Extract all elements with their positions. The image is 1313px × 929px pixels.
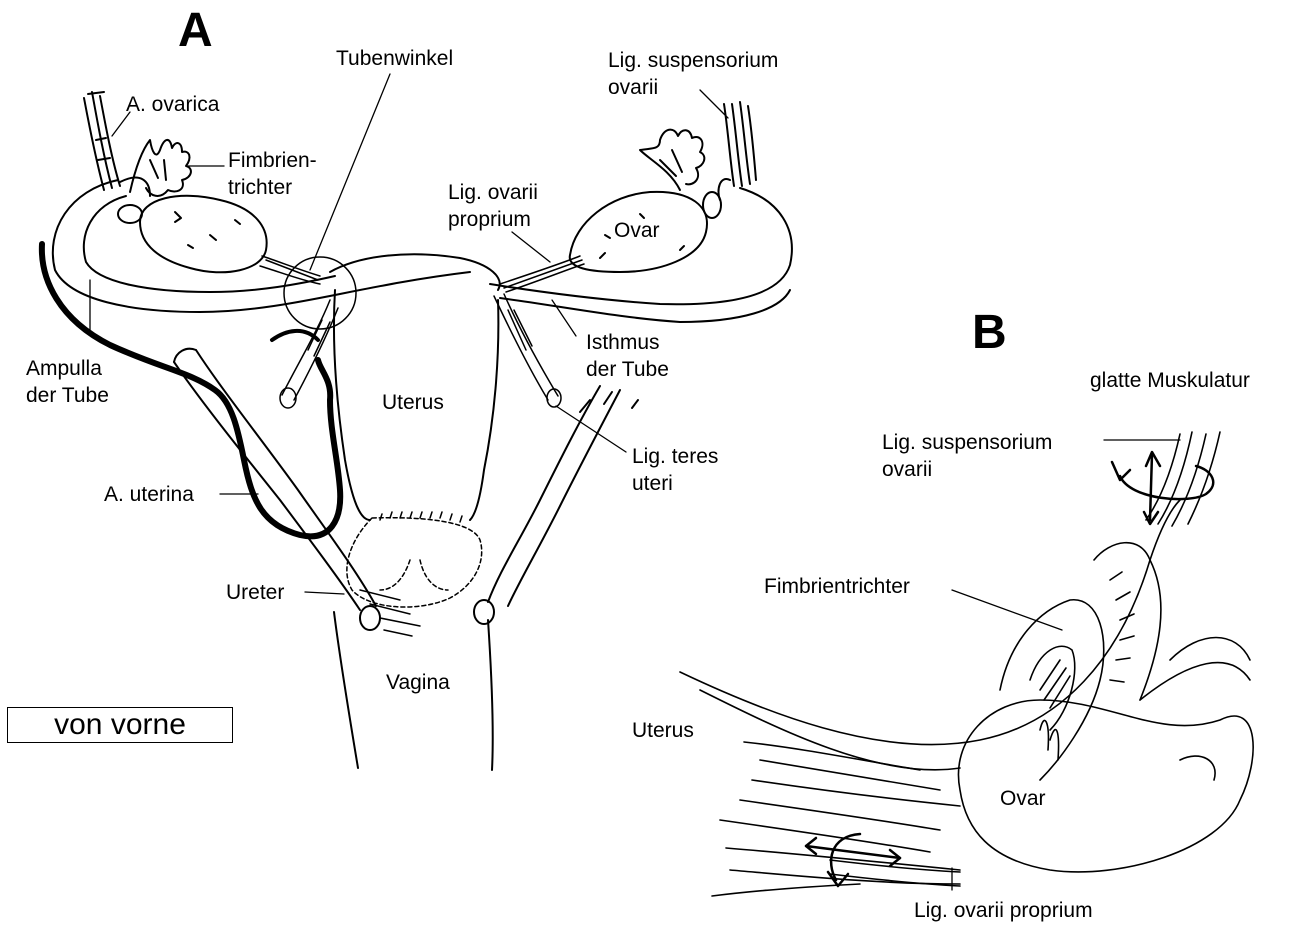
panel-b-drawing (680, 432, 1253, 896)
label-a-uterina: A. uterina (104, 482, 194, 507)
b-fimbrial-funnel (1000, 543, 1161, 780)
label-uterus-a: Uterus (382, 390, 444, 415)
label-b-lig-ovarii-proprium: Lig. ovarii proprium (914, 898, 1093, 923)
panel-a-letter: A (178, 6, 213, 56)
panel-a-drawing (42, 74, 792, 770)
cervix-region (347, 518, 482, 607)
label-fimbrien-line2: trichter (228, 175, 292, 200)
label-lig-ovarii-line2: proprium (448, 207, 531, 232)
label-ureter: Ureter (226, 580, 284, 605)
label-lig-teres-line2: uteri (632, 471, 673, 496)
view-label: von vorne (7, 707, 233, 743)
label-ampulla-line2: der Tube (26, 383, 109, 408)
right-lig-teres (494, 294, 561, 407)
label-lig-suspensorium-line2: ovarii (608, 75, 658, 100)
cervix-hatching (360, 512, 462, 636)
right-lig-suspensorium (724, 102, 756, 186)
label-lig-ovarii-line1: Lig. ovarii (448, 180, 538, 205)
label-ovar-a: Ovar (614, 218, 660, 243)
right-ureter (474, 386, 638, 624)
label-b-lig-suspensorium-line2: ovarii (882, 457, 932, 482)
label-tubenwinkel: Tubenwinkel (336, 46, 453, 71)
label-b-uterus: Uterus (632, 718, 694, 743)
b-ovary (958, 638, 1253, 872)
label-fimbrien-line1: Fimbrien- (228, 148, 317, 173)
label-vagina: Vagina (386, 670, 450, 695)
label-b-ovar: Ovar (1000, 786, 1046, 811)
a-ovarica-vessel (84, 92, 120, 190)
left-ovary (140, 196, 267, 273)
label-glatte-muskulatur: glatte Muskulatur (1090, 368, 1250, 393)
label-a-ovarica: A. ovarica (126, 92, 219, 117)
right-fimbriae (640, 130, 704, 190)
label-ampulla-line1: Ampulla (26, 356, 102, 381)
label-b-fimbrientrichter: Fimbrientrichter (764, 574, 910, 599)
label-lig-teres-line1: Lig. teres (632, 444, 718, 469)
b-broad-ligament (680, 500, 1180, 896)
left-lig-ovarii (260, 256, 320, 284)
label-b-lig-suspensorium-line1: Lig. suspensorium (882, 430, 1052, 455)
label-lig-suspensorium-line1: Lig. suspensorium (608, 48, 778, 73)
label-isthmus-line1: Isthmus (586, 330, 660, 355)
label-isthmus-line2: der Tube (586, 357, 669, 382)
left-fimbriae (130, 140, 191, 196)
panel-b-letter: B (972, 308, 1007, 358)
leaders-b (952, 440, 1180, 890)
